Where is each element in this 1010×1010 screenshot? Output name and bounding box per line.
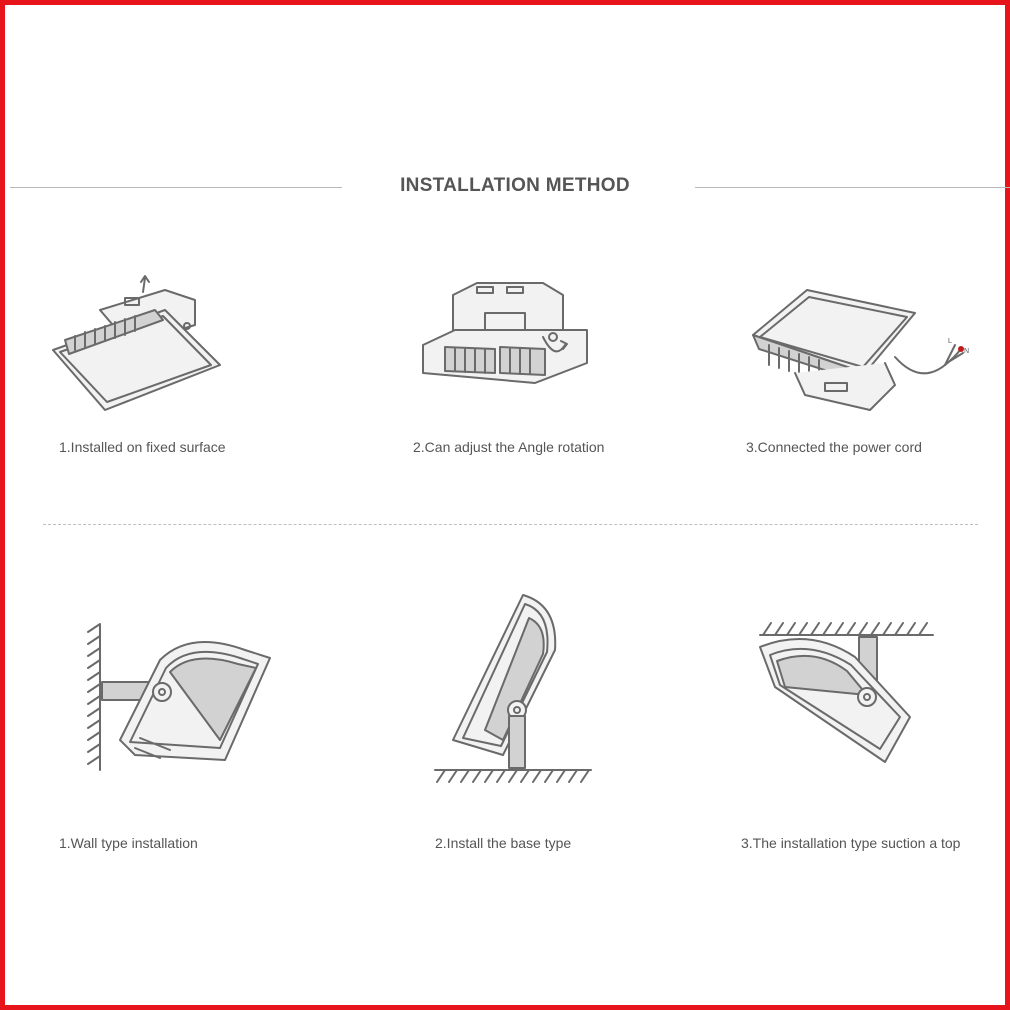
caption-angle-rotation: 2.Can adjust the Angle rotation: [413, 439, 605, 455]
caption-wall-type: 1.Wall type installation: [59, 835, 198, 851]
wire-label-n: N: [964, 348, 969, 355]
title-rule-left: [10, 187, 342, 188]
caption-base-type: 2.Install the base type: [435, 835, 572, 851]
base-type-illustration: [434, 594, 592, 783]
wall-type-illustration: [87, 623, 271, 771]
fixed-surface-illustration: [52, 275, 221, 411]
wire-label-l: L: [948, 338, 952, 345]
caption-ceiling-type: 3.The installation type suction a top: [741, 835, 961, 851]
power-cord-illustration: L N: [752, 289, 969, 411]
row-divider: [43, 524, 978, 525]
ceiling-type-illustration: [759, 622, 934, 763]
angle-rotation-illustration: [422, 282, 588, 384]
title-rule-right: [695, 187, 1010, 188]
caption-fixed-surface: 1.Installed on fixed surface: [59, 439, 226, 455]
caption-power-cord: 3.Connected the power cord: [746, 439, 922, 455]
page-title: INSTALLATION METHOD: [400, 175, 630, 196]
